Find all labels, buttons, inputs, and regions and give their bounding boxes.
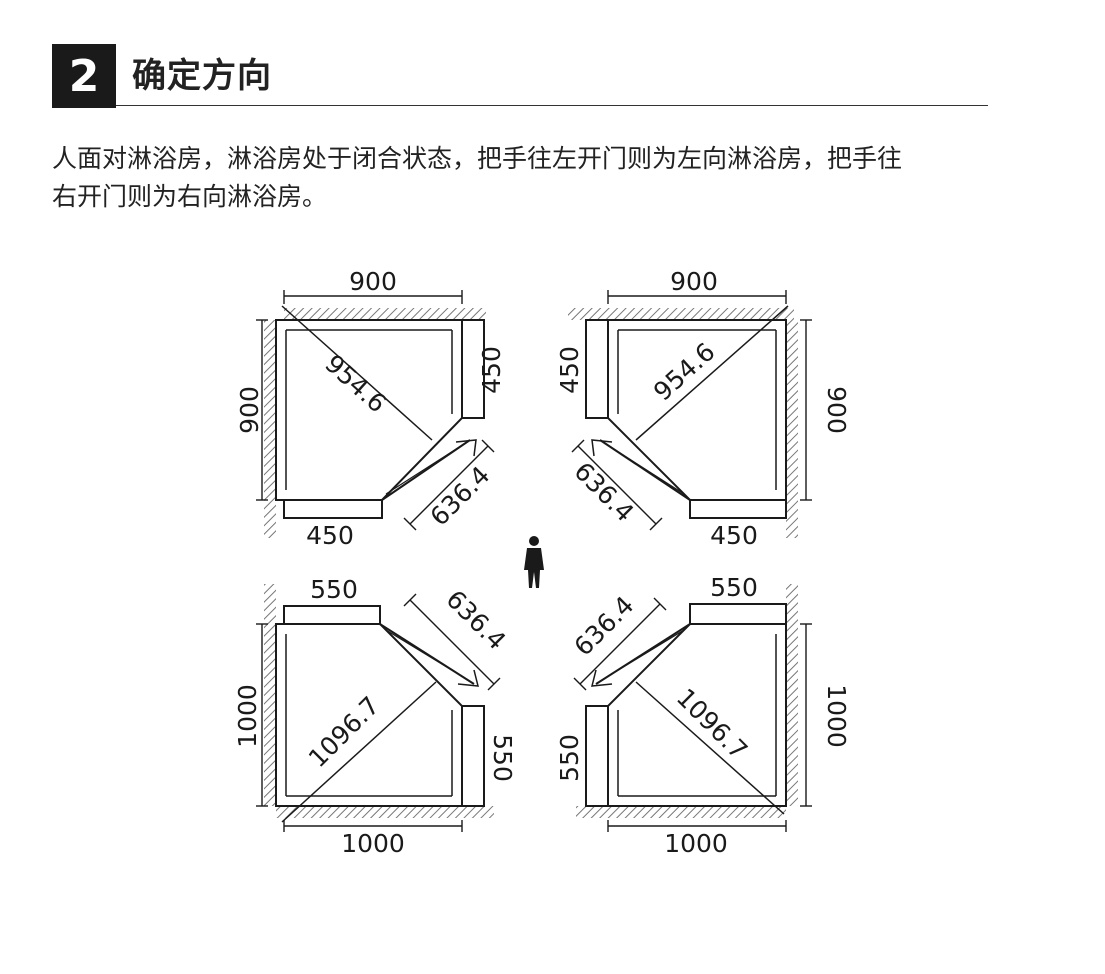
shower-bottom-right: 550 1000 550 1000 1096.7 636.4 xyxy=(555,573,851,858)
door-swing-arrow xyxy=(591,439,613,457)
door-swing-arrow xyxy=(455,439,477,457)
shower-top-left: 900 900 450 450 954.6 636.4 xyxy=(235,267,506,550)
dim-door: 636.4 xyxy=(440,584,511,655)
dim-door: 636.4 xyxy=(424,460,495,531)
dim-front-panel: 450 xyxy=(306,521,354,550)
wall-left xyxy=(264,584,276,806)
side-panel xyxy=(585,319,609,419)
shower-top-right: 900 900 450 450 954.6 636.4 xyxy=(555,267,851,550)
wall-right xyxy=(786,584,798,806)
dim-side-panel: 550 xyxy=(555,734,584,782)
dim-door: 636.4 xyxy=(568,456,639,527)
dim-diagonal: 954.6 xyxy=(648,337,721,406)
dim-side-panel: 450 xyxy=(555,346,584,394)
door-swing-arrow xyxy=(457,669,479,687)
dim-width: 900 xyxy=(670,267,718,296)
diagonal-line xyxy=(635,305,789,441)
dim-door: 636.4 xyxy=(568,590,639,661)
section-title: 确定方向 xyxy=(132,56,272,96)
tray-outline xyxy=(275,319,463,501)
door-swing-arrow xyxy=(591,669,613,687)
dim-diagonal: 954.6 xyxy=(319,349,392,418)
title-underline xyxy=(116,105,988,106)
top-panel xyxy=(283,605,381,625)
wall-bottom xyxy=(276,806,494,818)
dim-top-panel: 550 xyxy=(710,573,758,602)
wall-top xyxy=(568,308,794,320)
dim-diagonal: 1096.7 xyxy=(303,691,385,773)
dim-front-panel: 450 xyxy=(710,521,758,550)
wall-left xyxy=(264,320,276,538)
dim-side-panel: 550 xyxy=(488,734,517,782)
side-panel xyxy=(461,705,485,807)
dim-side-panel: 450 xyxy=(477,346,506,394)
person-silhouette xyxy=(524,536,544,588)
dim-top-panel: 550 xyxy=(310,575,358,604)
shower-bottom-left: 550 1000 550 1000 1096.7 636.4 xyxy=(233,575,517,858)
dim-width: 900 xyxy=(349,267,397,296)
side-panel xyxy=(585,705,609,807)
step-number-badge: 2 xyxy=(52,44,116,108)
top-panel xyxy=(689,603,787,625)
diagonal-line xyxy=(635,681,785,815)
diagonal-line xyxy=(281,305,433,441)
dim-width: 1000 xyxy=(664,829,728,858)
dim-width: 1000 xyxy=(341,829,405,858)
dim-depth: 1000 xyxy=(233,684,262,748)
dim-depth: 1000 xyxy=(822,684,851,748)
description: 人面对淋浴房，淋浴房处于闭合状态，把手往左开门则为左向淋浴房，把手往 右开门则为… xyxy=(52,140,1052,216)
wall-right xyxy=(786,320,798,538)
front-panel xyxy=(689,499,787,519)
dim-depth: 900 xyxy=(822,386,851,434)
description-line-1: 人面对淋浴房，淋浴房处于闭合状态，把手往左开门则为左向淋浴房，把手往 xyxy=(52,144,903,173)
wall-top xyxy=(284,308,486,320)
diagonal-line xyxy=(281,681,437,823)
side-panel xyxy=(461,319,485,419)
wall-bottom xyxy=(576,806,786,818)
description-line-2: 右开门则为右向淋浴房。 xyxy=(52,182,328,211)
front-panel xyxy=(283,499,383,519)
dim-depth: 900 xyxy=(235,386,264,434)
